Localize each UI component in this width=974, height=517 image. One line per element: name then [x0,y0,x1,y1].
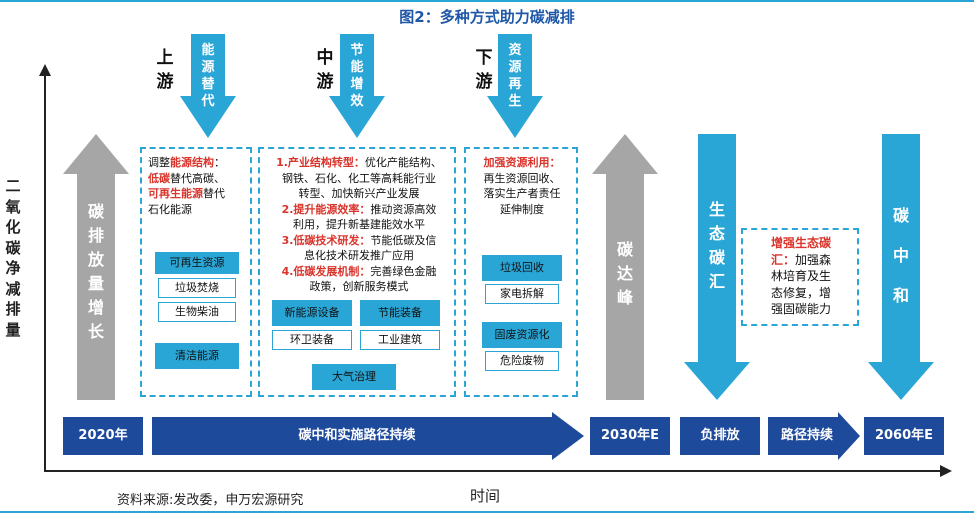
timeline-continue-label: 路径持续 [780,428,833,443]
y-axis-label: 二氧 化碳 净减 排量 [5,177,21,339]
y-axis [44,72,46,472]
industrial-building-chip: 工业建筑 [360,330,440,350]
downstream-label: 下游 [475,48,493,92]
air-pollution-control-pill: 大气治理 [312,364,396,390]
x-axis [44,470,944,472]
timeline-path-arrow [152,412,584,460]
timeline-2020: 2020年 [63,417,143,455]
x-axis-arrowhead [940,465,952,477]
biodiesel-chip: 生物柴油 [158,302,236,322]
diagram-title: 图2：多种方式助力碳减排 [399,8,575,26]
new-energy-equipment-pill: 新能源设备 [272,300,352,326]
carbon-sink-description: 增强生态碳 汇：加强森 林培育及生 态修复，增 强固碳能力 [770,236,832,316]
midstream-down-arrow [329,34,385,138]
timeline-negative-emission: 负排放 [680,417,760,455]
midstream-description: 1.产业结构转型：优化产能结构、 钢铁、石化、化工等高耗能行业 转型、加快新兴产… [276,156,442,293]
carbon-sink-text: 生态 碳汇 [708,200,725,291]
top-rule [0,0,974,2]
carbon-neutral-text: 碳中 和 [892,206,909,305]
upstream-arrow-text: 能源 替代 [201,43,215,109]
hazardous-waste-chip: 危险废物 [485,351,559,371]
sanitation-equipment-chip: 环卫装备 [272,330,352,350]
solid-waste-recycling-pill: 固废资源化 [482,322,562,348]
carbon-peak-text: 碳达 峰 [616,240,633,307]
y-axis-arrowhead [39,64,51,76]
source-note: 资料来源:发改委，申万宏源研究 [117,493,304,508]
carbon-neutral-down-arrow [868,134,934,400]
midstream-box [258,147,456,397]
upstream-description: 调整能源结构： 低碳替代高碳、 可再生能源替代 石化能源 [148,156,225,216]
x-axis-label: 时间 [470,487,501,505]
downstream-down-arrow [487,34,543,138]
downstream-arrow-text: 资源 再生 [508,43,522,109]
downstream-box [464,147,578,397]
carbon-sink-down-arrow [684,134,750,400]
waste-incineration-chip: 垃圾焚烧 [158,278,236,298]
energy-saving-equipment-pill: 节能装备 [360,300,440,326]
timeline-2060: 2060年E [864,417,944,455]
bottom-rule [0,511,974,513]
timeline-2030: 2030年E [590,417,670,455]
emission-growth-text: 碳排 放量 增长 [87,202,104,341]
emission-growth-up-arrow [63,134,129,400]
downstream-description: 加强资源利用： 再生资源回收、 落实生产者责任 延伸制度 [483,156,561,216]
garbage-recycling-pill: 垃圾回收 [482,255,562,281]
upstream-label: 上游 [156,48,174,92]
carbon-sink-box [741,228,859,326]
clean-energy-pill: 清洁能源 [155,343,239,369]
timeline-continue-arrow [768,412,860,460]
upstream-down-arrow [180,34,236,138]
midstream-label: 中游 [316,48,334,92]
appliance-dismantling-chip: 家电拆解 [485,284,559,304]
timeline-path-label: 碳中和实施路径持续 [298,428,416,443]
midstream-arrow-text: 节能 增效 [350,43,364,109]
renewable-resources-pill: 可再生资源 [155,252,239,274]
carbon-peak-up-arrow [592,134,658,400]
upstream-box [140,147,252,397]
